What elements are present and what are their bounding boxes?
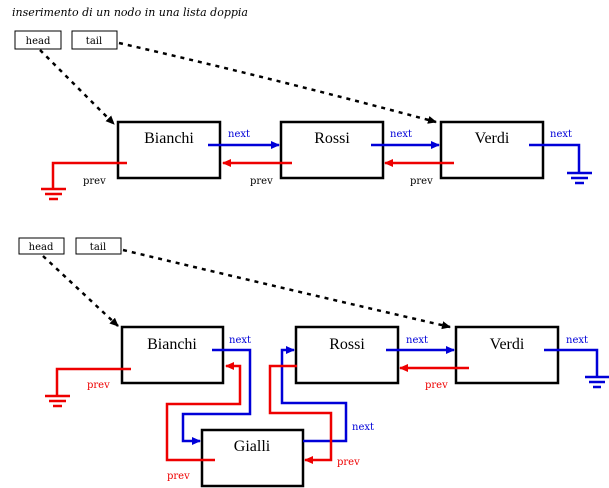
- prev-null-bianchi: [55, 367, 131, 395]
- prev-label: prev: [337, 457, 360, 468]
- tail-pointer-label: tail: [90, 242, 106, 253]
- next-label: next: [406, 335, 428, 346]
- next-null-verdi: [529, 143, 581, 172]
- tail-pointer-label: tail: [86, 36, 102, 47]
- head-pointer-box: [18, 237, 65, 255]
- next-label: next: [229, 335, 251, 346]
- node-bianchi: [116, 120, 222, 180]
- prev-label: prev: [167, 471, 190, 482]
- list-after-insertion: head tail Bianchi Rossi Verdi Gialli nex…: [18, 237, 609, 488]
- tail-pointer-box: [75, 237, 122, 255]
- node-verdi-label: Verdi: [490, 336, 525, 353]
- head-pointer-label: head: [29, 242, 54, 253]
- prev-label: prev: [250, 176, 273, 187]
- node-bianchi-label: Bianchi: [144, 130, 194, 147]
- node-verdi: [454, 325, 560, 385]
- ground-icon: [41, 187, 66, 201]
- ground-icon: [567, 171, 592, 185]
- ground-icon: [585, 375, 609, 389]
- node-verdi: [439, 120, 545, 180]
- next-label: next: [550, 129, 572, 140]
- prev-label: prev: [83, 176, 106, 187]
- next-null-verdi: [544, 348, 599, 376]
- node-bianchi-label: Bianchi: [147, 336, 197, 353]
- node-rossi: [294, 325, 400, 385]
- node-bianchi: [120, 325, 225, 385]
- next-link-bianchi-gialli: [181, 348, 252, 445]
- prev-null-bianchi: [51, 161, 127, 188]
- next-label: next: [390, 129, 412, 140]
- list-before-insertion: head tail Bianchi Rossi Verdi next next …: [14, 30, 592, 201]
- node-gialli-label: Gialli: [234, 438, 271, 455]
- head-arrow: [39, 49, 115, 125]
- next-link-gialli-rossi: [280, 346, 348, 443]
- tail-arrow: [118, 41, 437, 124]
- prev-label: prev: [425, 380, 448, 391]
- node-rossi-label: Rossi: [329, 336, 365, 353]
- next-label: next: [352, 422, 374, 433]
- prev-link-gialli-bianchi: [165, 362, 242, 462]
- node-rossi: [279, 120, 385, 180]
- head-arrow: [42, 255, 119, 327]
- node-verdi-label: Verdi: [475, 130, 510, 147]
- ground-icon: [45, 394, 70, 408]
- prev-label: prev: [87, 380, 110, 391]
- head-pointer-label: head: [26, 36, 51, 47]
- node-gialli: [200, 428, 305, 488]
- tail-pointer-box: [71, 30, 118, 50]
- tail-arrow: [122, 248, 451, 330]
- prev-link-rossi-gialli: [268, 364, 333, 464]
- head-pointer-box: [14, 30, 62, 50]
- node-rossi-label: Rossi: [314, 130, 350, 147]
- next-label: next: [566, 335, 588, 346]
- next-label: next: [228, 129, 250, 140]
- prev-label: prev: [410, 176, 433, 187]
- diagram-title: inserimento di un nodo in una lista dopp…: [12, 6, 248, 19]
